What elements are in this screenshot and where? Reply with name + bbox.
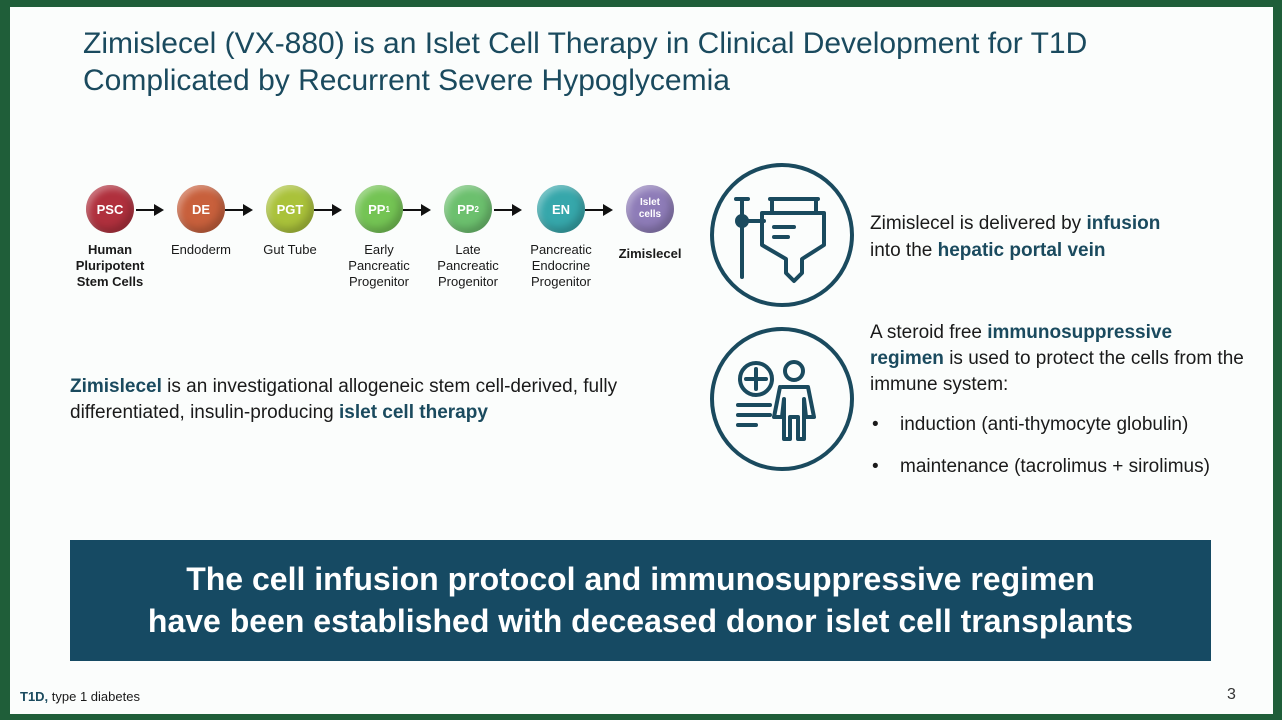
list-item: induction (anti-thymocyte globulin) bbox=[870, 412, 1260, 438]
stage-abbr: PP bbox=[457, 201, 475, 217]
slide: Zimislecel (VX-880) is an Islet Cell The… bbox=[10, 7, 1273, 714]
description-highlight: Zimislecel bbox=[70, 376, 162, 397]
stage-label: Late Pancreatic Progenitor bbox=[423, 242, 513, 290]
immuno-text-2: is used to protect the cells from the im… bbox=[870, 348, 1244, 395]
islet-cells-circle: Islet cells bbox=[626, 185, 674, 233]
immunosuppression-text: A steroid free immunosuppressive regimen… bbox=[870, 320, 1260, 496]
description-highlight: islet cell therapy bbox=[339, 402, 488, 423]
stage-de: DE Endoderm bbox=[156, 185, 246, 258]
footnote: T1D, type 1 diabetes bbox=[20, 689, 140, 704]
regimen-highlight: regimen bbox=[870, 348, 944, 369]
regimen-list: induction (anti-thymocyte globulin) main… bbox=[870, 412, 1260, 480]
stage-en: EN Pancreatic Endocrine Progenitor bbox=[516, 185, 606, 290]
arrow-right-icon bbox=[494, 204, 522, 216]
stage-label: Human Pluripotent Stem Cells bbox=[65, 242, 155, 290]
banner-line-1: The cell infusion protocol and immunosup… bbox=[186, 561, 1095, 597]
stage-label-line: Gut Tube bbox=[263, 242, 317, 257]
stage-label: Gut Tube bbox=[245, 242, 335, 258]
stage-pgt: PGT Gut Tube bbox=[245, 185, 335, 258]
therapy-description: Zimislecel is an investigational allogen… bbox=[70, 374, 670, 426]
description-text: is an investigational allogeneic stem ce… bbox=[70, 376, 618, 423]
arrow-right-icon bbox=[136, 204, 164, 216]
portal-vein-highlight: hepatic portal vein bbox=[937, 240, 1106, 261]
footnote-abbr: T1D, bbox=[20, 689, 49, 704]
stage-label-line: Early bbox=[364, 242, 394, 257]
arrow-right-icon bbox=[314, 204, 342, 216]
stage-abbr: EN bbox=[551, 201, 571, 217]
stage-label-line: Progenitor bbox=[438, 274, 498, 289]
stage-subscript: 2 bbox=[474, 204, 479, 214]
stage-label-line: Progenitor bbox=[349, 274, 409, 289]
immuno-text-1: A steroid free bbox=[870, 322, 988, 343]
patient-protection-icon bbox=[710, 327, 854, 471]
immuno-intro: A steroid free immunosuppressive regimen… bbox=[870, 320, 1260, 398]
infusion-text: Zimislecel is delivered by infusion into… bbox=[870, 210, 1250, 264]
stage-label-line: Progenitor bbox=[531, 274, 591, 289]
banner-line-2: have been established with deceased dono… bbox=[147, 603, 1134, 639]
title-line-2: Complicated by Recurrent Severe Hypoglyc… bbox=[83, 64, 730, 97]
stage-abbr: PGT bbox=[276, 201, 304, 217]
stage-label: Endoderm bbox=[156, 242, 246, 258]
stage-label-line: Stem Cells bbox=[76, 274, 144, 289]
de-circle: DE bbox=[177, 185, 225, 233]
arrow-right-icon bbox=[585, 204, 613, 216]
stage-label-line: Endoderm bbox=[171, 242, 231, 257]
pgt-circle: PGT bbox=[266, 185, 314, 233]
infusion-text-2: into the bbox=[870, 240, 938, 261]
stage-abbr: PSC bbox=[96, 201, 124, 217]
stage-label: Early Pancreatic Progenitor bbox=[334, 242, 424, 290]
stage-subscript: 1 bbox=[385, 204, 390, 214]
stage-abbr: Islet cells bbox=[638, 197, 662, 220]
stage-label-line: Late bbox=[455, 242, 481, 257]
arrow-right-icon bbox=[225, 204, 253, 216]
immuno-highlight: immunosuppressive bbox=[987, 322, 1173, 343]
page-number: 3 bbox=[1227, 686, 1236, 703]
stage-label-line: Pluripotent bbox=[75, 258, 145, 273]
footnote-text: type 1 diabetes bbox=[48, 689, 140, 704]
stage-label: Pancreatic Endocrine Progenitor bbox=[516, 242, 606, 290]
slide-title: Zimislecel (VX-880) is an Islet Cell The… bbox=[83, 25, 1203, 99]
stage-label-line: Pancreatic bbox=[348, 258, 410, 273]
infusion-text-1: Zimislecel is delivered by bbox=[870, 213, 1087, 234]
list-item: maintenance (tacrolimus + sirolimus) bbox=[870, 454, 1260, 480]
title-line-1: Zimislecel (VX-880) is an Islet Cell The… bbox=[83, 27, 1088, 60]
stage-abbr: PP bbox=[368, 201, 386, 217]
stage-abbr: DE bbox=[191, 201, 211, 217]
stage-label-line: Pancreatic bbox=[437, 258, 499, 273]
psc-circle: PSC bbox=[86, 185, 134, 233]
en-circle: EN bbox=[537, 185, 585, 233]
key-message-banner: The cell infusion protocol and immunosup… bbox=[70, 540, 1211, 661]
stage-label: Zimislecel bbox=[605, 246, 695, 262]
stage-label-line: Endocrine bbox=[531, 258, 591, 273]
stage-psc: PSC Human Pluripotent Stem Cells bbox=[65, 185, 155, 290]
stage-label-line: Zimislecel bbox=[618, 246, 682, 261]
arrow-right-icon bbox=[403, 204, 431, 216]
stage-islet: Islet cells Zimislecel bbox=[605, 185, 695, 262]
differentiation-pipeline: PSC Human Pluripotent Stem Cells DE Endo… bbox=[65, 185, 685, 305]
stage-label-line: Human bbox=[87, 242, 133, 257]
iv-infusion-icon bbox=[710, 163, 854, 307]
infusion-highlight: infusion bbox=[1086, 213, 1161, 234]
stage-label-line: Pancreatic bbox=[530, 242, 592, 257]
